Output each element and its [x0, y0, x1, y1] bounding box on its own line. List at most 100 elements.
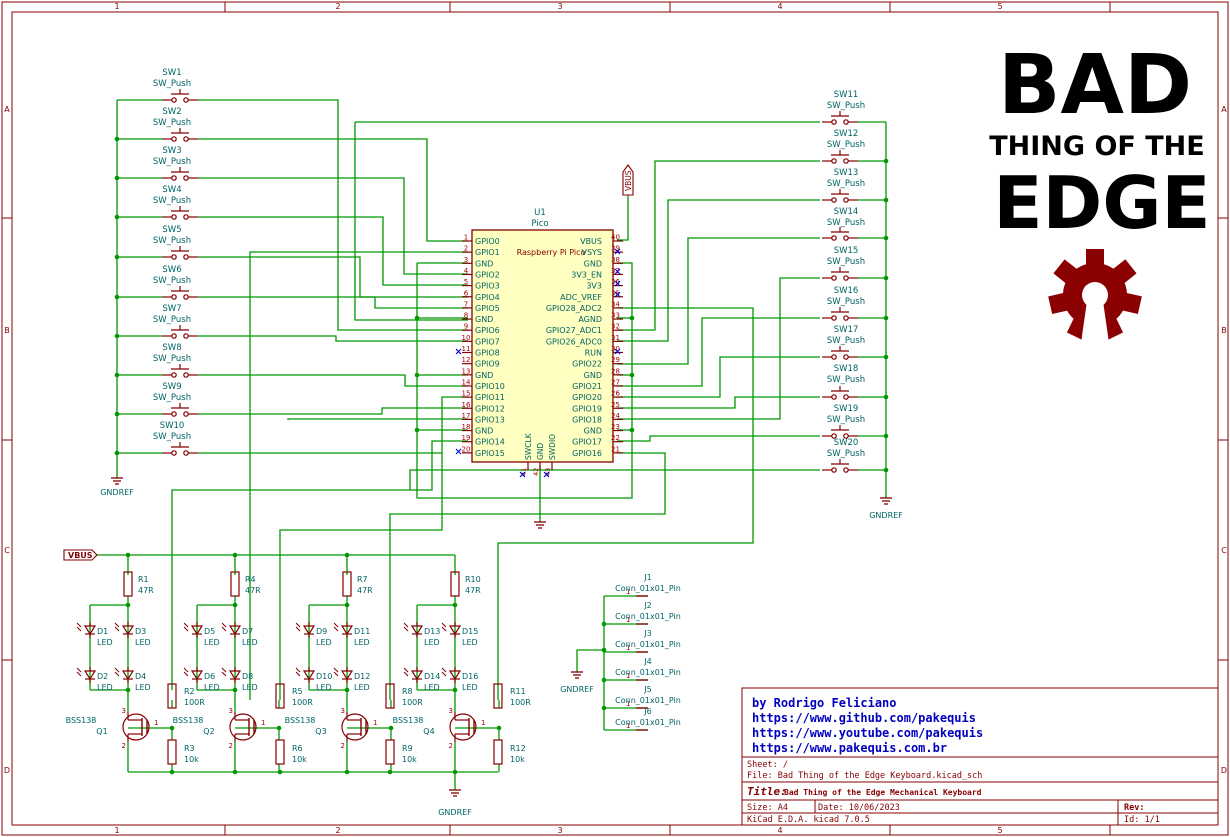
- pin-number: 6: [464, 289, 469, 297]
- pin-name: SWDIO: [548, 434, 557, 460]
- pin-name: VSYS: [581, 248, 602, 257]
- mosfet-value: BSS138: [173, 716, 204, 725]
- led-value: LED: [462, 638, 478, 647]
- pin-number: 3: [464, 256, 468, 264]
- mosfet-value: BSS138: [393, 716, 424, 725]
- switch-ref: SW2: [162, 107, 181, 117]
- mcu-gnd-icon: [533, 521, 547, 529]
- connector-ref: J5: [643, 685, 651, 694]
- switch-ref: SW14: [834, 207, 859, 217]
- title-block: by Rodrigo Feliciano https://www.github.…: [741, 687, 1219, 826]
- led-ref: D14: [424, 672, 440, 681]
- led-icon: [441, 621, 461, 639]
- pin-number: 11: [462, 345, 471, 353]
- led-value: LED: [204, 638, 220, 647]
- pin-number: 39: [611, 245, 620, 253]
- row-label: B: [4, 326, 10, 335]
- row-label: B: [1221, 326, 1227, 335]
- gndref-left: GNDREF: [100, 477, 134, 497]
- pin-name: GPIO7: [475, 337, 500, 346]
- pin-number: 21: [611, 445, 620, 453]
- led-value: LED: [204, 683, 220, 692]
- pin-number: 29: [611, 356, 620, 364]
- pin-number: 43: [544, 468, 552, 476]
- led-icon: [441, 666, 461, 684]
- mcu-ref: U1: [534, 208, 546, 218]
- led-icon: [403, 621, 423, 639]
- led-value: LED: [135, 638, 151, 647]
- wires: [97, 99, 887, 790]
- led-ref: D16: [462, 672, 478, 681]
- switch-value: SW_Push: [153, 276, 191, 286]
- led-icon: [221, 666, 241, 684]
- col-label: 3: [557, 826, 562, 835]
- resistor-value: 100R: [402, 698, 423, 707]
- connector-value: Conn_01x01_Pin: [615, 668, 681, 677]
- led-icon: [114, 621, 134, 639]
- gate-resistor: [493, 683, 503, 709]
- resistor-ref: R6: [292, 744, 303, 753]
- tb-title: Bad Thing of the Edge Mechanical Keyboar…: [784, 787, 982, 797]
- pin-number: 2: [229, 742, 233, 750]
- led-value: LED: [97, 638, 113, 647]
- pin-name: GPIO4: [475, 293, 500, 302]
- resistor-ref: R8: [402, 687, 413, 696]
- switch-ref: SW11: [834, 90, 859, 100]
- credit-youtube-link[interactable]: https://www.youtube.com/pakequis: [752, 726, 983, 740]
- switch-value: SW_Push: [827, 415, 865, 425]
- switch-ref: SW8: [162, 343, 181, 353]
- credit-site-link[interactable]: https://www.pakequis.com.br: [752, 741, 947, 755]
- pin-number: 5: [464, 278, 468, 286]
- pin-name: GPIO0: [475, 237, 500, 246]
- led-icon: [295, 666, 315, 684]
- pin-name: RUN: [585, 349, 602, 358]
- pulldown-resistor: [275, 739, 285, 765]
- switch-value: SW_Push: [827, 336, 865, 346]
- led-value: LED: [242, 683, 258, 692]
- gndref-bottom: GNDREF: [438, 789, 472, 817]
- led-icon: [76, 621, 96, 639]
- led-value: LED: [424, 638, 440, 647]
- switch-value: SW_Push: [153, 354, 191, 364]
- resistor-value: 10k: [184, 755, 199, 764]
- switch-ref: SW18: [834, 364, 859, 374]
- resistor-value: 47R: [245, 586, 261, 595]
- pin-number: 23: [611, 423, 620, 431]
- switch-ref: SW9: [162, 382, 181, 392]
- pin-number: 26: [611, 390, 620, 398]
- resistor-ref: R10: [465, 575, 481, 584]
- gndref-label: GNDREF: [438, 808, 472, 817]
- switch-ref: SW7: [162, 304, 181, 314]
- pin-name: GPIO21: [572, 382, 602, 391]
- led-icon: [403, 666, 423, 684]
- resistor-ref: R5: [292, 687, 303, 696]
- switch-value: SW_Push: [827, 297, 865, 307]
- row-label: A: [4, 105, 10, 114]
- switch-value: SW_Push: [827, 218, 865, 228]
- connector-ref: J3: [643, 629, 651, 638]
- switch-value: SW_Push: [827, 375, 865, 385]
- pin-number: 22: [611, 434, 620, 442]
- pulldown-resistor: [167, 739, 177, 765]
- logo-line-1: BAD: [998, 38, 1192, 133]
- tb-file: File: Bad Thing of the Edge Keyboard.kic…: [747, 771, 982, 781]
- switch-ref: SW5: [162, 225, 181, 235]
- gndref-label: GNDREF: [869, 511, 903, 520]
- led-ref: D5: [204, 627, 215, 636]
- led-ref: D10: [316, 672, 332, 681]
- resistor-ref: R11: [510, 687, 526, 696]
- credit-github-link[interactable]: https://www.github.com/pakequis: [752, 711, 976, 725]
- led-value: LED: [424, 683, 440, 692]
- switch-ref: SW3: [162, 146, 181, 156]
- pin-number: 28: [611, 367, 620, 375]
- resistor-value: 10k: [292, 755, 307, 764]
- switch-value: SW_Push: [827, 101, 865, 111]
- no-connect-markers: [455, 248, 621, 478]
- resistor-value: 47R: [357, 586, 373, 595]
